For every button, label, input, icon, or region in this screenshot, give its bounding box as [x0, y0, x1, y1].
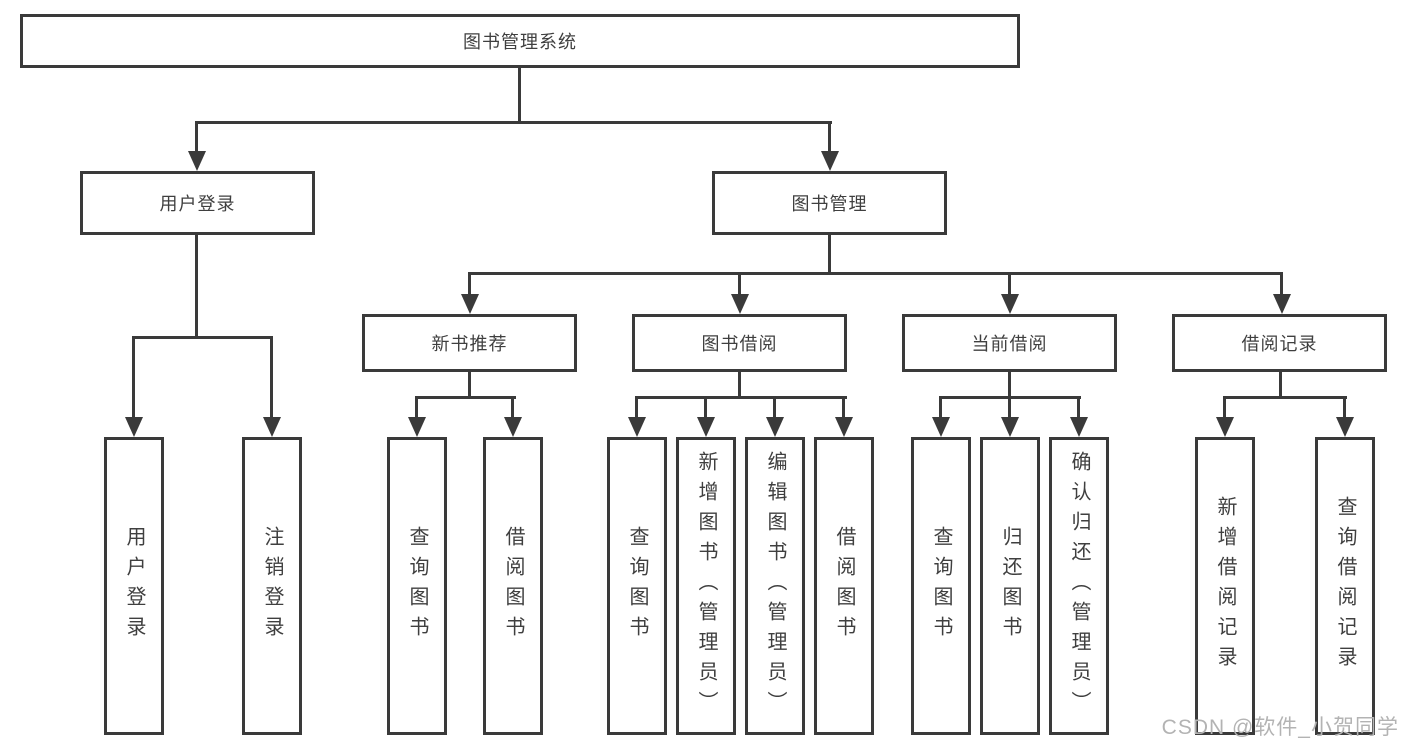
connector-drop-user-login: [195, 121, 198, 153]
connector-root-stem: [518, 68, 521, 123]
arrowhead-down-icon: [821, 151, 839, 171]
connector-user-login-stem: [195, 235, 198, 338]
connector-drop: [704, 396, 707, 419]
arrowhead-down-icon: [263, 417, 281, 437]
node-leaf-return-book-label: 归还图书: [999, 526, 1021, 646]
node-leaf-query-book-current-label: 查询图书: [930, 526, 952, 646]
arrowhead-down-icon: [1001, 294, 1019, 314]
node-leaf-add-borrow-record: 新增借阅记录: [1195, 437, 1255, 735]
node-borrow-record: 借阅记录: [1172, 314, 1387, 372]
node-new-book-recommend: 新书推荐: [362, 314, 577, 372]
connector-book-management-crossbar: [468, 272, 1283, 275]
node-leaf-query-book-borrow-label: 查询图书: [626, 526, 648, 646]
connector-current-borrow-stem: [1008, 372, 1011, 399]
node-leaf-logout-login: 注销登录: [242, 437, 302, 735]
node-leaf-query-book-recommend-label: 查询图书: [406, 526, 428, 646]
connector-drop: [511, 396, 514, 419]
arrowhead-down-icon: [408, 417, 426, 437]
node-leaf-confirm-return-admin-label: 确认归还（管理员）: [1068, 451, 1090, 721]
node-current-borrow: 当前借阅: [902, 314, 1117, 372]
arrowhead-down-icon: [766, 417, 784, 437]
arrowhead-down-icon: [697, 417, 715, 437]
connector-drop-new-book-recommend: [468, 272, 471, 296]
connector-book-borrow-stem: [738, 372, 741, 399]
node-leaf-query-borrow-record-label: 查询借阅记录: [1334, 496, 1356, 676]
node-leaf-add-book-admin-label: 新增图书（管理员）: [695, 451, 717, 721]
connector-book-management-stem: [828, 235, 831, 275]
node-leaf-query-book-borrow: 查询图书: [607, 437, 667, 735]
arrowhead-down-icon: [731, 294, 749, 314]
node-leaf-borrow-book-borrow-label: 借阅图书: [833, 526, 855, 646]
connector-drop-borrow-record: [1280, 272, 1283, 296]
arrowhead-down-icon: [1216, 417, 1234, 437]
arrowhead-down-icon: [1001, 417, 1019, 437]
connector-drop: [842, 396, 845, 419]
connector-new-book-recommend-stem: [468, 372, 471, 399]
connector-drop: [773, 396, 776, 419]
node-borrow-record-label: 借阅记录: [1241, 334, 1318, 354]
node-leaf-add-borrow-record-label: 新增借阅记录: [1214, 496, 1236, 676]
connector-drop: [1008, 396, 1011, 419]
node-leaf-user-login-label: 用户登录: [123, 526, 145, 646]
node-book-management: 图书管理: [712, 171, 947, 235]
node-new-book-recommend-label: 新书推荐: [431, 334, 508, 354]
connector-drop-book-borrow: [738, 272, 741, 296]
node-current-borrow-label: 当前借阅: [971, 334, 1048, 354]
node-user-login: 用户登录: [80, 171, 315, 235]
node-leaf-borrow-book-borrow: 借阅图书: [814, 437, 874, 735]
connector-book-borrow-crossbar: [635, 396, 847, 399]
connector-drop: [1223, 396, 1226, 419]
csdn-watermark: CSDN @软件_小贺同学: [1161, 716, 1399, 739]
arrowhead-down-icon: [628, 417, 646, 437]
connector-borrow-record-stem: [1279, 372, 1282, 399]
connector-drop: [1343, 396, 1346, 419]
node-leaf-add-book-admin: 新增图书（管理员）: [676, 437, 736, 735]
connector-drop-current-borrow: [1008, 272, 1011, 296]
node-leaf-borrow-book-recommend: 借阅图书: [483, 437, 543, 735]
node-leaf-query-borrow-record: 查询借阅记录: [1315, 437, 1375, 735]
arrowhead-down-icon: [932, 417, 950, 437]
connector-root-crossbar: [195, 121, 832, 124]
connector-borrow-record-crossbar: [1223, 396, 1347, 399]
arrowhead-down-icon: [1070, 417, 1088, 437]
connector-drop: [635, 396, 638, 419]
node-leaf-edit-book-admin: 编辑图书（管理员）: [745, 437, 805, 735]
connector-user-login-crossbar: [132, 336, 273, 339]
node-book-borrow-label: 图书借阅: [701, 334, 778, 354]
node-book-borrow: 图书借阅: [632, 314, 847, 372]
node-leaf-confirm-return-admin: 确认归还（管理员）: [1049, 437, 1109, 735]
node-root-system: 图书管理系统: [20, 14, 1020, 68]
arrowhead-down-icon: [461, 294, 479, 314]
node-leaf-query-book-recommend: 查询图书: [387, 437, 447, 735]
node-leaf-borrow-book-recommend-label: 借阅图书: [502, 526, 524, 646]
connector-new-book-recommend-crossbar: [415, 396, 516, 399]
connector-drop: [939, 396, 942, 419]
node-leaf-user-login: 用户登录: [104, 437, 164, 735]
connector-drop-leaf-user-login: [132, 336, 135, 419]
connector-drop: [415, 396, 418, 419]
connector-drop-book-management: [828, 121, 831, 153]
node-book-management-label: 图书管理: [791, 194, 868, 214]
connector-drop-leaf-logout: [270, 336, 273, 419]
node-leaf-query-book-current: 查询图书: [911, 437, 971, 735]
arrowhead-down-icon: [188, 151, 206, 171]
connector-drop: [1077, 396, 1080, 419]
arrowhead-down-icon: [1273, 294, 1291, 314]
arrowhead-down-icon: [504, 417, 522, 437]
arrowhead-down-icon: [835, 417, 853, 437]
node-leaf-logout-login-label: 注销登录: [261, 526, 283, 646]
node-leaf-return-book: 归还图书: [980, 437, 1040, 735]
arrowhead-down-icon: [125, 417, 143, 437]
arrowhead-down-icon: [1336, 417, 1354, 437]
node-root-system-label: 图书管理系统: [463, 32, 577, 52]
node-user-login-label: 用户登录: [159, 194, 236, 214]
node-leaf-edit-book-admin-label: 编辑图书（管理员）: [764, 451, 786, 721]
